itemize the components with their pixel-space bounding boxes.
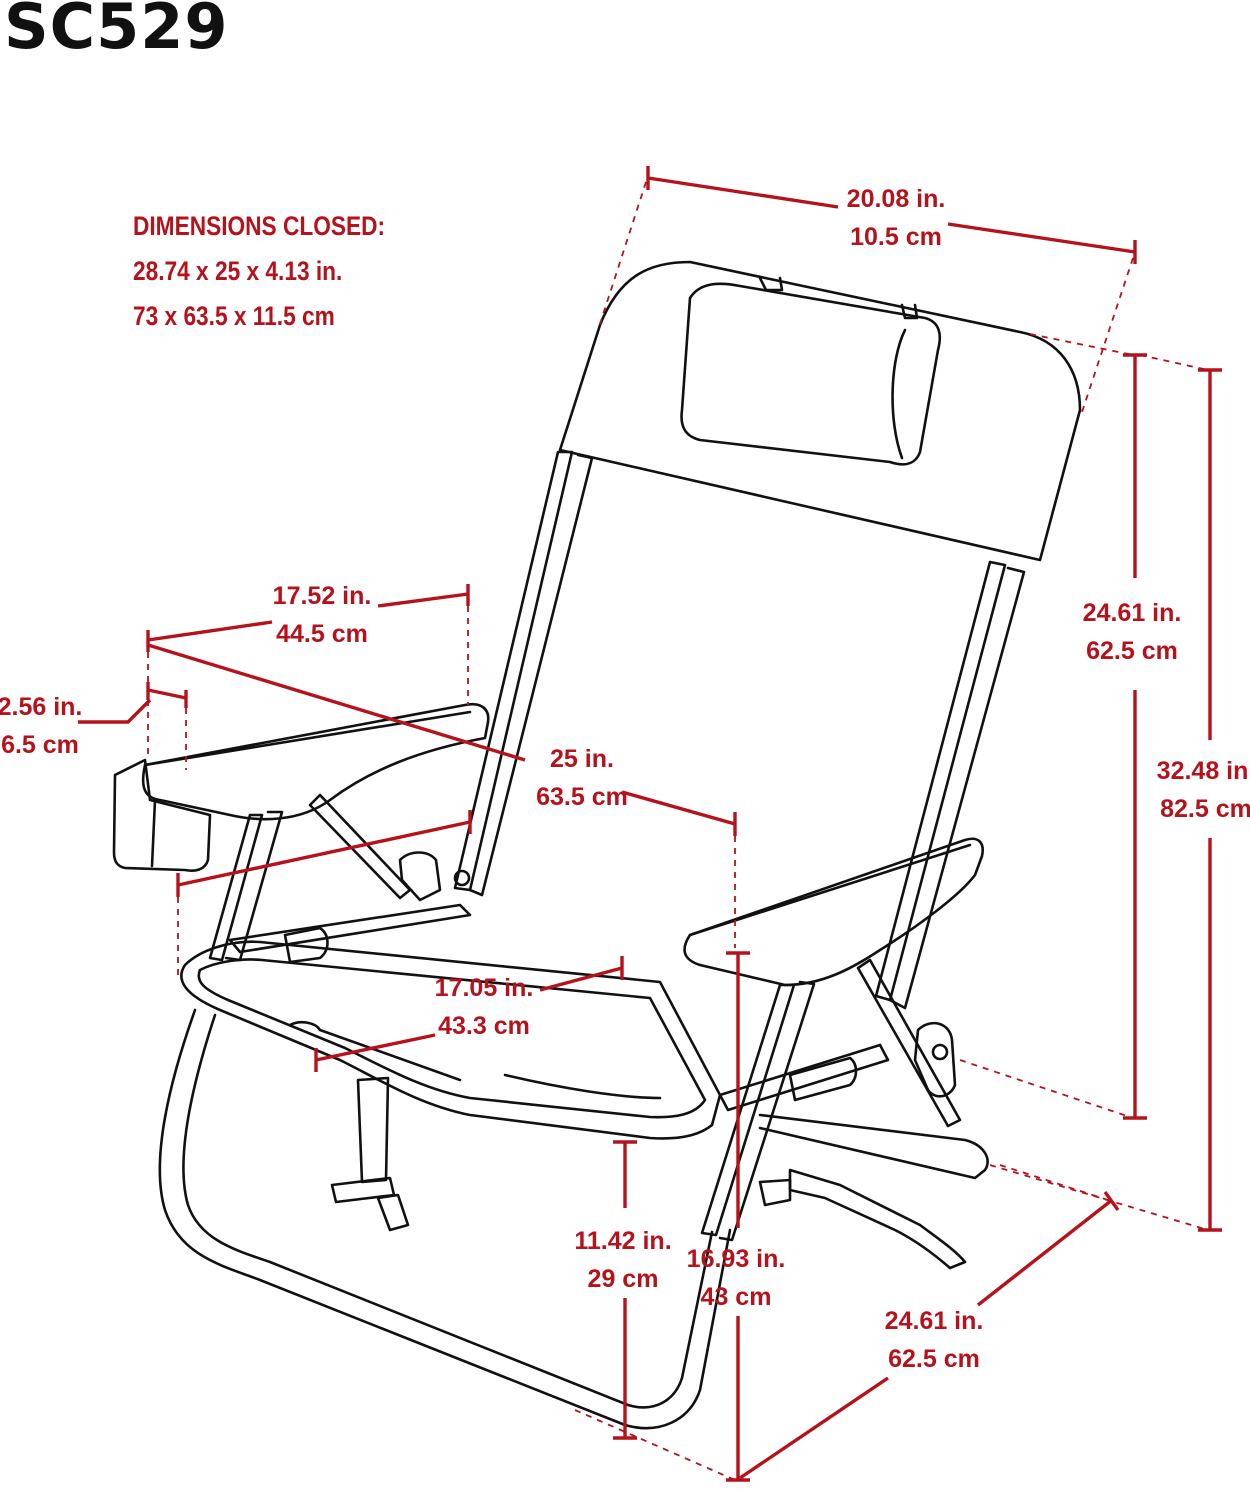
seat-cross-bar [718, 1043, 890, 1112]
total-height-label: 32.48 in. 82.5 cm [1156, 757, 1250, 823]
headrest-strap-top [758, 276, 784, 292]
closed-dimensions-metric: 73 x 63.5 x 11.5 cm [133, 301, 335, 331]
headrest-pillow [680, 282, 942, 466]
right-hinge [913, 1021, 957, 1098]
backpack-strap-right [788, 1168, 967, 1270]
rear-seat-bar [228, 903, 472, 954]
right-back-tube [874, 560, 1007, 1002]
seat-wrinkle [503, 1073, 662, 1100]
seat-frame [180, 940, 722, 1140]
rear-seat-roll [283, 926, 329, 964]
back-height-label: 24.61 in. 62.5 cm [1082, 599, 1182, 665]
cup-holder-seam [150, 798, 157, 868]
cup-holder-pouch [112, 758, 212, 872]
closed-dimensions-block: DIMENSIONS CLOSED: 28.74 x 25 x 4.13 in.… [133, 204, 385, 339]
base-frame-inner [182, 1013, 714, 1409]
right-back-tube-inner [888, 566, 1026, 1010]
right-front-leg-2 [718, 980, 816, 1242]
armrest-height-label: 16.93 in. 43 cm [686, 1245, 786, 1311]
armrest-width-label: 2.56 in. 6.5 cm [0, 693, 83, 759]
back-width-label: 20.08 in. 10.5 cm [846, 185, 946, 251]
seat-frame-inner [197, 958, 707, 1119]
left-hinge [398, 851, 442, 902]
closed-dimensions-heading: DIMENSIONS CLOSED: [133, 211, 386, 241]
left-front-leg-2 [224, 810, 284, 962]
left-front-leg [208, 813, 264, 962]
headrest-strap-right [900, 303, 919, 320]
seat-cross-bar-roll [788, 1056, 858, 1102]
strap-buckle-right [758, 1178, 792, 1207]
left-back-tube-inner [468, 453, 594, 897]
backrest [558, 260, 1082, 562]
closed-dimensions-imperial: 28.74 x 25 x 4.13 in. [133, 256, 343, 286]
left-armrest-top [143, 710, 472, 767]
strap-buckle-left [330, 1176, 396, 1204]
right-armrest [683, 837, 984, 987]
dimension-lines [78, 166, 1222, 1482]
model-number: SC529 [4, 0, 229, 63]
base-frame-outer [158, 1008, 732, 1430]
right-hinge-bolt [931, 1043, 949, 1061]
chair-illustration [112, 260, 1082, 1430]
seat-sag [288, 1020, 462, 1082]
left-cross-brace [308, 793, 412, 900]
depth-label: 24.61 in. 62.5 cm [884, 1307, 984, 1373]
right-cross-brace [856, 958, 962, 1128]
left-back-tube [453, 450, 574, 892]
overall-width-label: 25 in. 63.5 cm [536, 745, 628, 811]
rear-base-frame [758, 1113, 989, 1180]
seat-height-label: 11.42 in. 29 cm [574, 1227, 672, 1293]
headrest-seam [891, 328, 907, 460]
right-front-leg [700, 983, 796, 1237]
left-hinge-bolt [453, 869, 471, 887]
strap-end-left [376, 1193, 410, 1232]
left-armrest [141, 702, 490, 821]
armrest-length-label: 17.52 in. 44.5 cm [272, 582, 372, 648]
seat-depth-label: 17.05 in. 43.3 cm [434, 974, 534, 1040]
right-armrest-top [688, 843, 972, 937]
backpack-strap-left [356, 1076, 390, 1184]
